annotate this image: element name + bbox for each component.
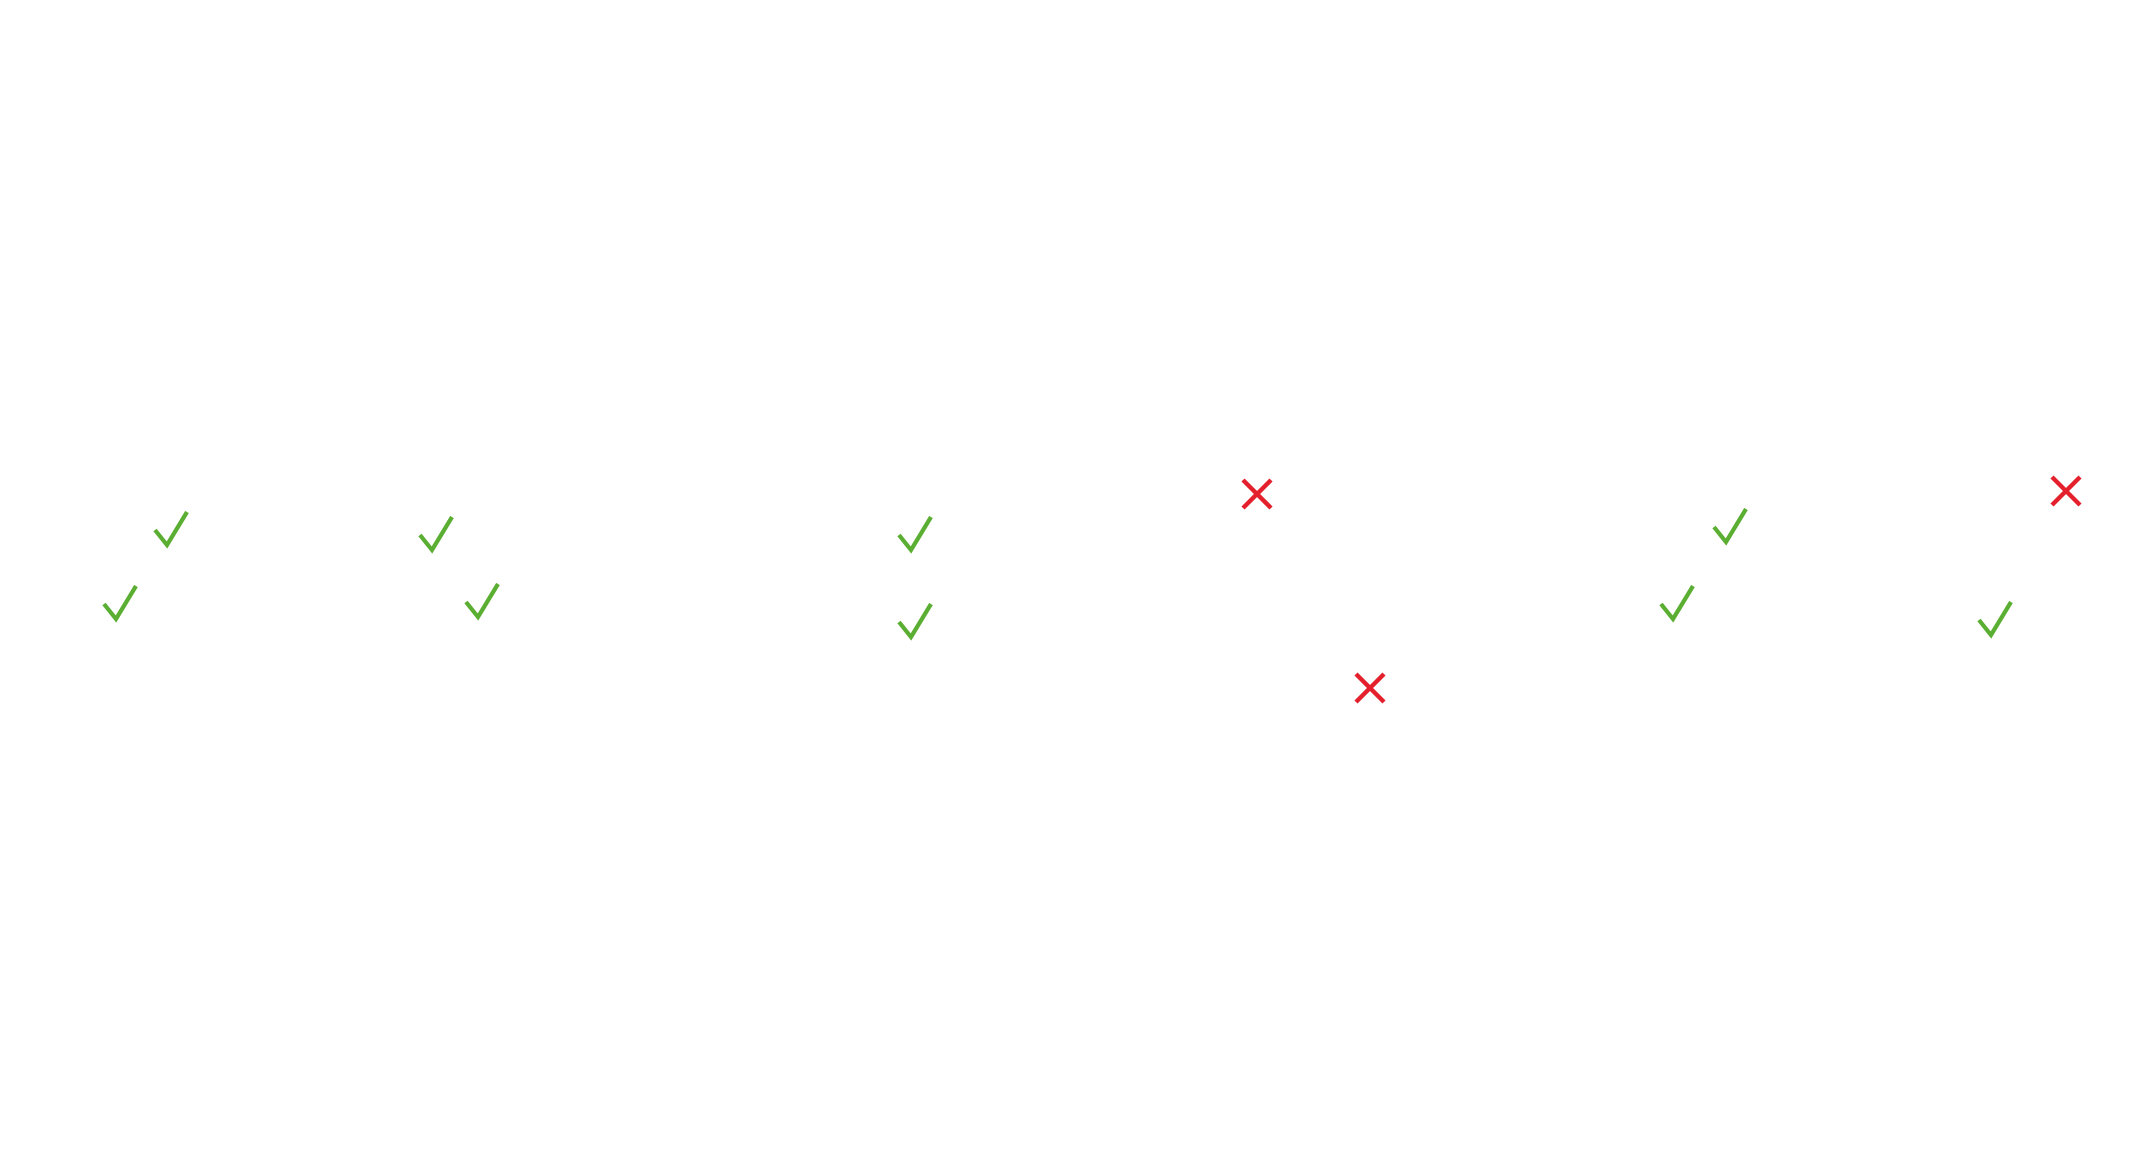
cross-icon [2050,475,2082,507]
check-icon [102,584,138,623]
check-icon [897,515,933,554]
mark-group-3 [897,515,933,641]
check-icon [1659,584,1695,623]
check-icon [464,582,500,621]
check-icon [897,602,933,641]
check-icon [418,515,454,554]
mark-group-6 [1977,475,2082,639]
cross-icon [1241,478,1273,510]
check-icon [1712,507,1748,546]
mark-group-5 [1659,507,1748,623]
mark-group-4 [1241,478,1386,704]
mark-group-1 [102,510,189,623]
check-icon [153,510,189,549]
cross-icon [1354,672,1386,704]
check-icon [1977,600,2013,639]
mark-group-2 [418,515,500,621]
